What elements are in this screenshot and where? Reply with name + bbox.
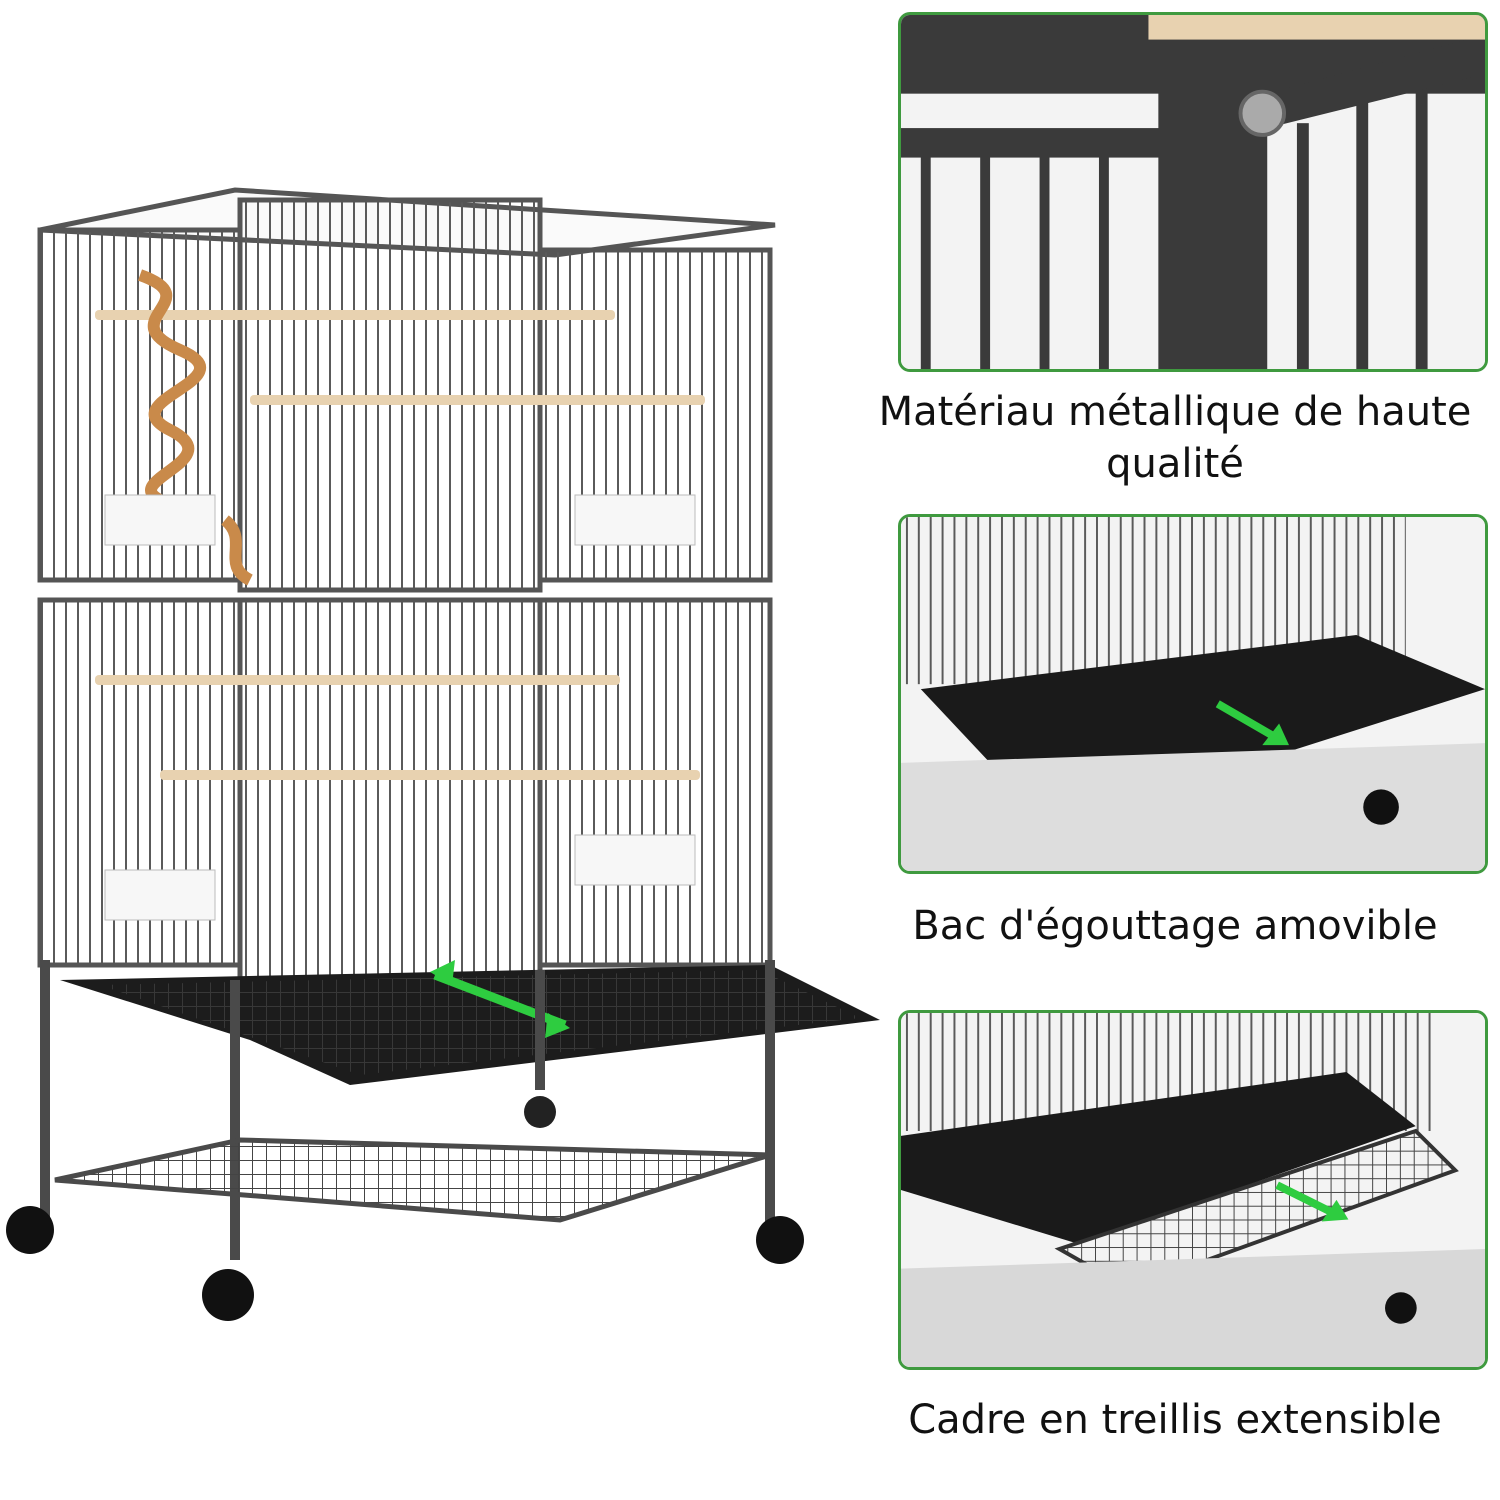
caster-wheel xyxy=(756,1216,804,1264)
tray-closeup-image xyxy=(901,517,1485,871)
caption-metal: Matériau métallique de haute qualité xyxy=(878,389,1472,487)
pull-arrow xyxy=(1275,1181,1339,1219)
caption-grid: Cadre en treillis extensible xyxy=(908,1397,1442,1443)
cage-stand xyxy=(6,960,804,1321)
feature-panel-tray xyxy=(898,514,1488,874)
caption-tray: Bac d'égouttage amovible xyxy=(912,903,1438,949)
upper-cage xyxy=(37,187,776,593)
feature-panel-grid xyxy=(898,1010,1488,1370)
lower-cage xyxy=(37,597,773,983)
drip-tray xyxy=(60,960,880,1085)
bird-cage-illustration xyxy=(6,187,880,1321)
metal-closeup-image xyxy=(901,15,1485,369)
caster-wheel xyxy=(202,1269,254,1321)
grid-closeup-image xyxy=(901,1013,1485,1367)
pull-arrow xyxy=(1215,700,1280,742)
feature-panel-metal xyxy=(898,12,1488,372)
bird-cage-photo xyxy=(0,180,890,1340)
caster-wheel xyxy=(6,1206,54,1254)
